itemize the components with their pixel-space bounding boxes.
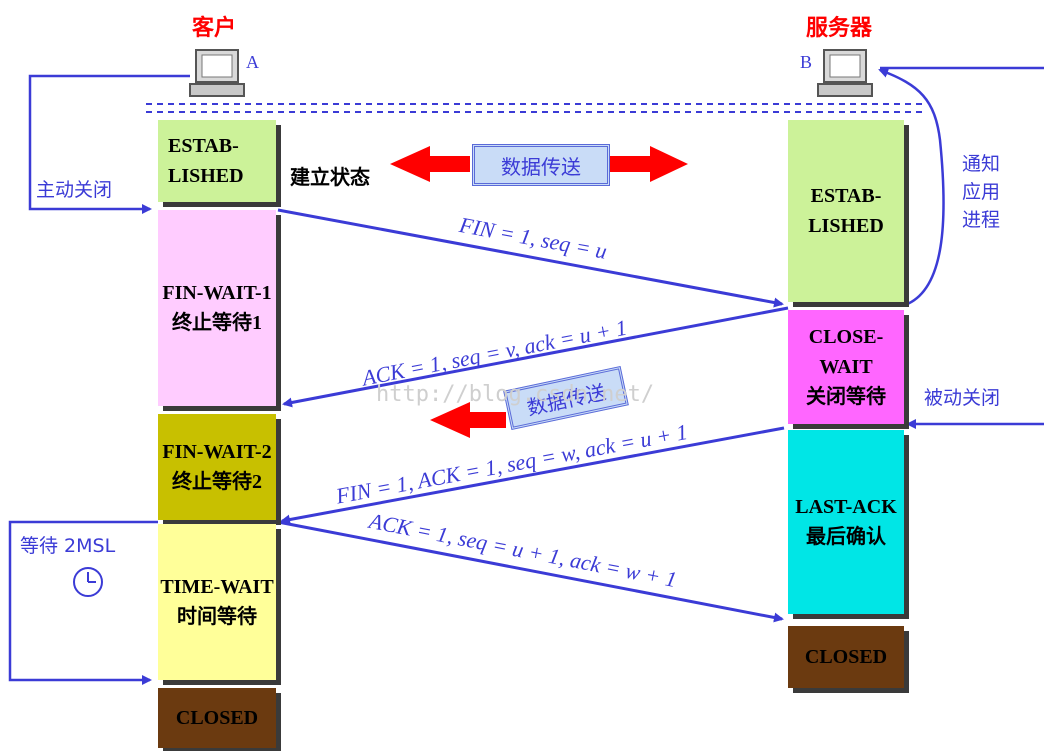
client-label: 客户 bbox=[192, 16, 237, 41]
server-state-close-wait: CLOSE-WAIT 关闭等待 bbox=[788, 310, 904, 424]
server-state-established: ESTAB- LISHED bbox=[788, 120, 904, 302]
client-state-fin-wait-1: FIN-WAIT-1 终止等待1 bbox=[158, 210, 276, 406]
wait-2msl-connector bbox=[8, 520, 158, 685]
client-state-established: ESTAB- LISHED bbox=[158, 120, 276, 202]
passive-close-label: 被动关闭 bbox=[924, 387, 1001, 409]
ack1-arrow bbox=[282, 306, 789, 408]
established-cn-label: 建立状态 bbox=[290, 167, 370, 189]
fin2-arrow bbox=[280, 426, 785, 525]
server-computer-icon bbox=[817, 49, 873, 97]
active-close-connector bbox=[28, 74, 190, 214]
client-letter: A bbox=[246, 52, 259, 72]
client-state-fin-wait-2: FIN-WAIT-2 终止等待2 bbox=[158, 414, 276, 520]
server-label: 服务器 bbox=[806, 16, 873, 41]
watermark: http://blog.csdn.net/ bbox=[376, 382, 655, 407]
server-state-last-ack: LAST-ACK 最后确认 bbox=[788, 430, 904, 614]
client-computer-icon bbox=[189, 49, 245, 97]
wait-2msl-label: 等待 2MSL bbox=[20, 535, 116, 557]
data-transfer-left-arrow bbox=[430, 402, 506, 438]
server-state-closed: CLOSED bbox=[788, 626, 904, 688]
notify-app-label: 通知 应用 进程 bbox=[962, 153, 1001, 231]
fin1-arrow bbox=[277, 208, 784, 308]
client-state-time-wait: TIME-WAIT 时间等待 bbox=[158, 524, 276, 680]
ack2-arrow bbox=[277, 520, 784, 623]
data-transfer-box-1: 数据传送 bbox=[472, 144, 610, 186]
notify-app-connector bbox=[878, 68, 945, 307]
client-state-closed: CLOSED bbox=[158, 688, 276, 748]
server-letter: B bbox=[800, 52, 813, 72]
active-close-label: 主动关闭 bbox=[36, 179, 113, 201]
data-transfer-double-arrow bbox=[390, 146, 688, 182]
clock-icon bbox=[73, 567, 103, 597]
